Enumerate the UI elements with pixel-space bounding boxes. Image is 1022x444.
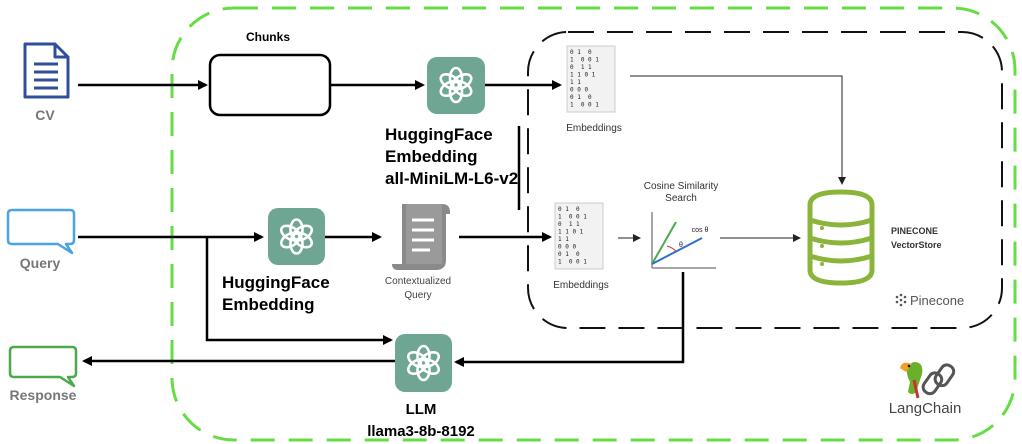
matrix-row: 0 1 1 <box>570 64 592 71</box>
cosine-search-line2: Search <box>665 193 697 204</box>
embedding-model-line2: Embedding <box>385 147 478 166</box>
llm-icon <box>395 334 452 392</box>
flow-arrows <box>78 80 685 367</box>
database-icon <box>807 189 875 286</box>
llm-line1: LLM <box>406 401 437 418</box>
vector-store-boundary <box>527 31 1003 329</box>
matrix-row: 1 0 0 1 <box>570 102 599 109</box>
query-label: Query <box>20 255 61 271</box>
cv-label: CV <box>35 107 55 123</box>
matrix-row: 1 1 0 1 <box>570 72 596 79</box>
embedding-model-line1: HuggingFace <box>385 125 493 144</box>
langchain-label: LangChain <box>889 400 962 417</box>
cosine-formula: cos θ <box>692 227 709 234</box>
matrix-row: 1 1 <box>570 79 581 86</box>
embeddings-matrix-bottom: 0 1 01 0 0 10 1 11 1 0 11 10 0 00 1 01 0… <box>554 202 604 270</box>
cosine-angle: θ <box>679 242 683 249</box>
contextualized-query-line1: Contextualized <box>385 276 451 287</box>
cosine-similarity-graph-icon <box>651 212 716 269</box>
chunks-box <box>208 53 332 117</box>
matrix-row: 0 1 0 <box>570 49 592 56</box>
matrix-row: 0 1 0 <box>558 206 580 213</box>
cosine-search-line1: Cosine Similarity <box>644 181 718 192</box>
query-embedding-line2: Embedding <box>222 295 315 314</box>
matrix-row: 1 0 0 1 <box>558 214 587 221</box>
matrix-row: 0 0 0 <box>558 244 576 251</box>
pinecone-brand: Pinecone <box>910 293 964 308</box>
query-embedding-icon <box>268 208 325 265</box>
pinecone-logo-icon <box>895 293 907 307</box>
langchain-boundary <box>170 6 1017 442</box>
matrix-row: 1 0 0 1 <box>570 57 599 64</box>
llm-line2: llama3-8b-8192 <box>367 423 475 440</box>
chunks-label: Chunks <box>246 30 290 44</box>
matrix-row: 1 1 <box>558 236 569 243</box>
embeddings-label-bottom: Embeddings <box>553 280 609 291</box>
cv-document-icon <box>23 42 70 99</box>
matrix-row: 1 0 0 1 <box>558 259 587 266</box>
response-label: Response <box>10 387 77 403</box>
embedding-model-icon <box>427 57 485 114</box>
langchain-chain-icon <box>921 363 956 396</box>
embedding-model-line3: all-MiniLM-L6-v2 <box>385 169 518 188</box>
matrix-row: 0 1 1 <box>558 221 580 228</box>
contextualized-query-line2: Query <box>404 290 431 301</box>
matrix-row: 0 0 0 <box>570 87 588 94</box>
contextualized-query-scroll-icon <box>392 204 450 270</box>
response-bubble-icon <box>8 345 78 388</box>
matrix-row: 0 1 0 <box>570 94 592 101</box>
query-bubble-icon <box>6 208 76 255</box>
thin-arrows <box>618 75 846 242</box>
query-embedding-line1: HuggingFace <box>222 273 330 292</box>
matrix-row: 1 1 0 1 <box>558 229 584 236</box>
embeddings-matrix-top: 0 1 01 0 0 10 1 11 1 0 11 10 0 00 1 01 0… <box>566 45 616 113</box>
vector-store-line2: VectorStore <box>891 240 942 250</box>
matrix-row: 0 1 0 <box>558 251 580 258</box>
vector-store-line1: PINECONE <box>891 226 938 236</box>
langchain-parrot-icon <box>900 362 923 399</box>
embeddings-label-top: Embeddings <box>566 123 622 134</box>
